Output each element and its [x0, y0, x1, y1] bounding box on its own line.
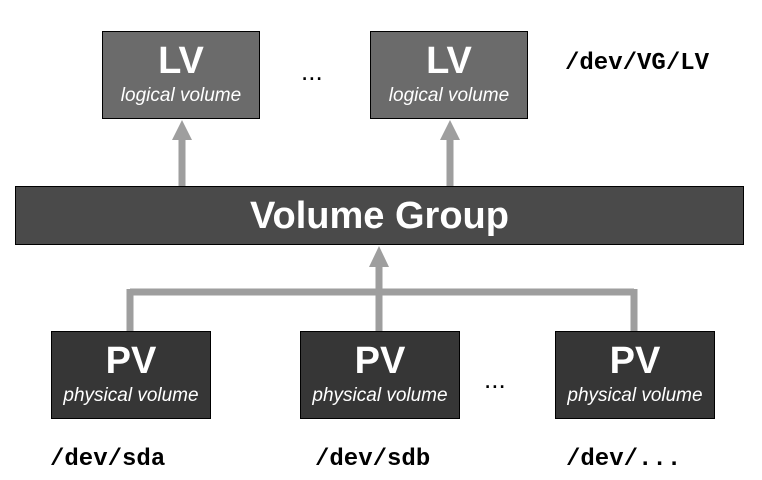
lv-subtitle-1: logical volume: [120, 85, 242, 106]
lv-device-path: /dev/VG/LV: [565, 50, 710, 77]
pv-subtitle-3: physical volume: [567, 385, 703, 406]
volume-group-title: Volume Group: [250, 195, 509, 237]
pv-ellipsis: ...: [484, 364, 506, 394]
pv-device-path-3: /dev/...: [566, 446, 682, 473]
lv-subtitle-2: logical volume: [388, 85, 510, 106]
pv-box-3: PV physical volume: [555, 331, 715, 419]
pv-subtitle-2: physical volume: [312, 385, 448, 406]
pv-device-path-1: /dev/sda: [50, 446, 166, 473]
arrowhead-lv-2: [440, 120, 460, 140]
pv-title-2: PV: [354, 340, 406, 382]
pv-device-path-2: /dev/sdb: [315, 446, 431, 473]
lv-title-1: LV: [158, 40, 204, 82]
lv-box-2: LV logical volume: [370, 31, 528, 119]
pv-subtitle-1: physical volume: [63, 385, 199, 406]
lv-ellipsis: ...: [301, 56, 323, 86]
lv-box-1: LV logical volume: [102, 31, 260, 119]
pv-box-2: PV physical volume: [300, 331, 460, 419]
arrowhead-vg: [369, 246, 389, 267]
arrowhead-lv-1: [172, 120, 192, 140]
pv-title-1: PV: [105, 340, 157, 382]
pv-box-1: PV physical volume: [51, 331, 211, 419]
volume-group-box: Volume Group: [15, 186, 744, 245]
pv-title-3: PV: [609, 340, 661, 382]
lv-title-2: LV: [426, 40, 472, 82]
